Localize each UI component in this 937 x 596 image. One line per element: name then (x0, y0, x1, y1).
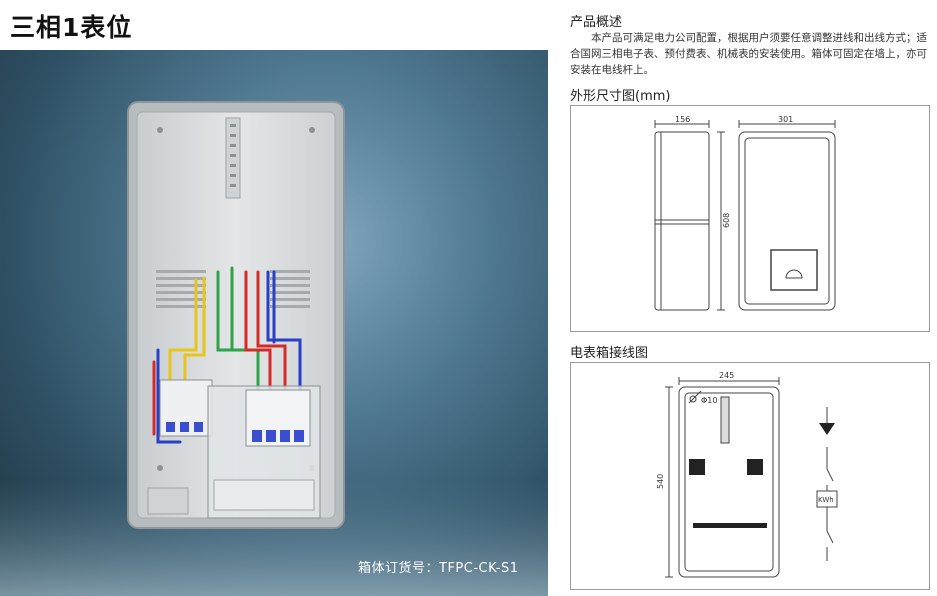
dimension-heading: 外形尺寸图(mm) (570, 89, 671, 104)
kwh-meter-label: KWh (818, 496, 834, 504)
wiring-drawing-panel: 245 540 Φ10 KWh (570, 362, 930, 590)
product-photo: 箱体订货号：TFPC-CK-S1 (0, 50, 548, 596)
wiring-heading: 电表箱接线图 (570, 346, 649, 361)
wiring-drawing: 245 540 Φ10 KWh (656, 371, 838, 578)
overview-text: 本产品可满足电力公司配置，根据用户须要任意调整进线和出线方式；适合国网三相电子表… (570, 32, 927, 76)
dimension-drawing: 156 301 608 (654, 115, 836, 311)
dimension-drawing-panel: 156 301 608 (570, 105, 930, 332)
order-number-caption: 箱体订货号：TFPC-CK-S1 (358, 561, 519, 576)
inner-height-dimension: 540 (656, 474, 665, 489)
overview-heading: 产品概述 (570, 15, 623, 30)
width-dimension: 301 (778, 115, 793, 124)
page-title: 三相1表位 (10, 13, 133, 42)
meter-box-illustration (0, 101, 548, 596)
height-dimension: 608 (722, 213, 731, 228)
inner-width-dimension: 245 (719, 371, 734, 380)
hole-diameter-label: Φ10 (701, 396, 717, 405)
depth-dimension: 156 (675, 115, 690, 124)
